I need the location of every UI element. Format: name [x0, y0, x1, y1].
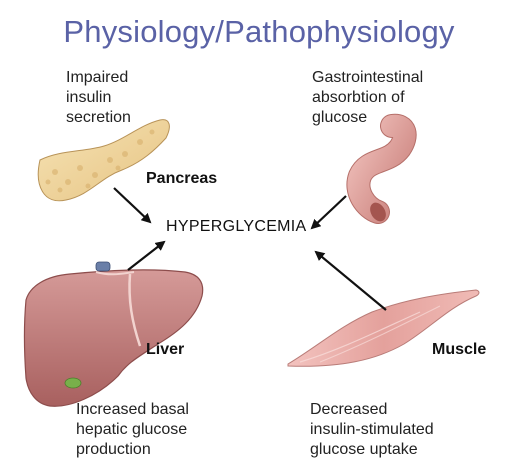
- muscle-caption: Decreased insulin-stimulated glucose upt…: [310, 401, 434, 458]
- liver-caption: Increased basal hepatic glucose producti…: [76, 401, 189, 458]
- muscle-label: Muscle: [432, 341, 487, 358]
- arrow-gut: [310, 195, 347, 230]
- pancreas-illustration: [37, 119, 170, 202]
- arrow-liver: [127, 240, 166, 271]
- arrow-muscle: [314, 250, 387, 311]
- page-title: Physiology/Pathophysiology: [63, 14, 455, 49]
- hyperglycemia-label: HYPERGLYCEMIA: [166, 218, 307, 235]
- liver-label: Liver: [146, 341, 185, 358]
- pancreas-caption: Impaired insulin secretion: [66, 69, 131, 126]
- muscle-illustration: [287, 289, 480, 367]
- gut-caption: Gastrointestinal absorbtion of glucose: [312, 69, 424, 126]
- intestine-illustration: [346, 113, 417, 224]
- pancreas-label: Pancreas: [146, 170, 218, 187]
- arrow-pancreas: [113, 187, 152, 224]
- flow-arrows: [113, 187, 387, 311]
- liver-illustration: [23, 261, 204, 407]
